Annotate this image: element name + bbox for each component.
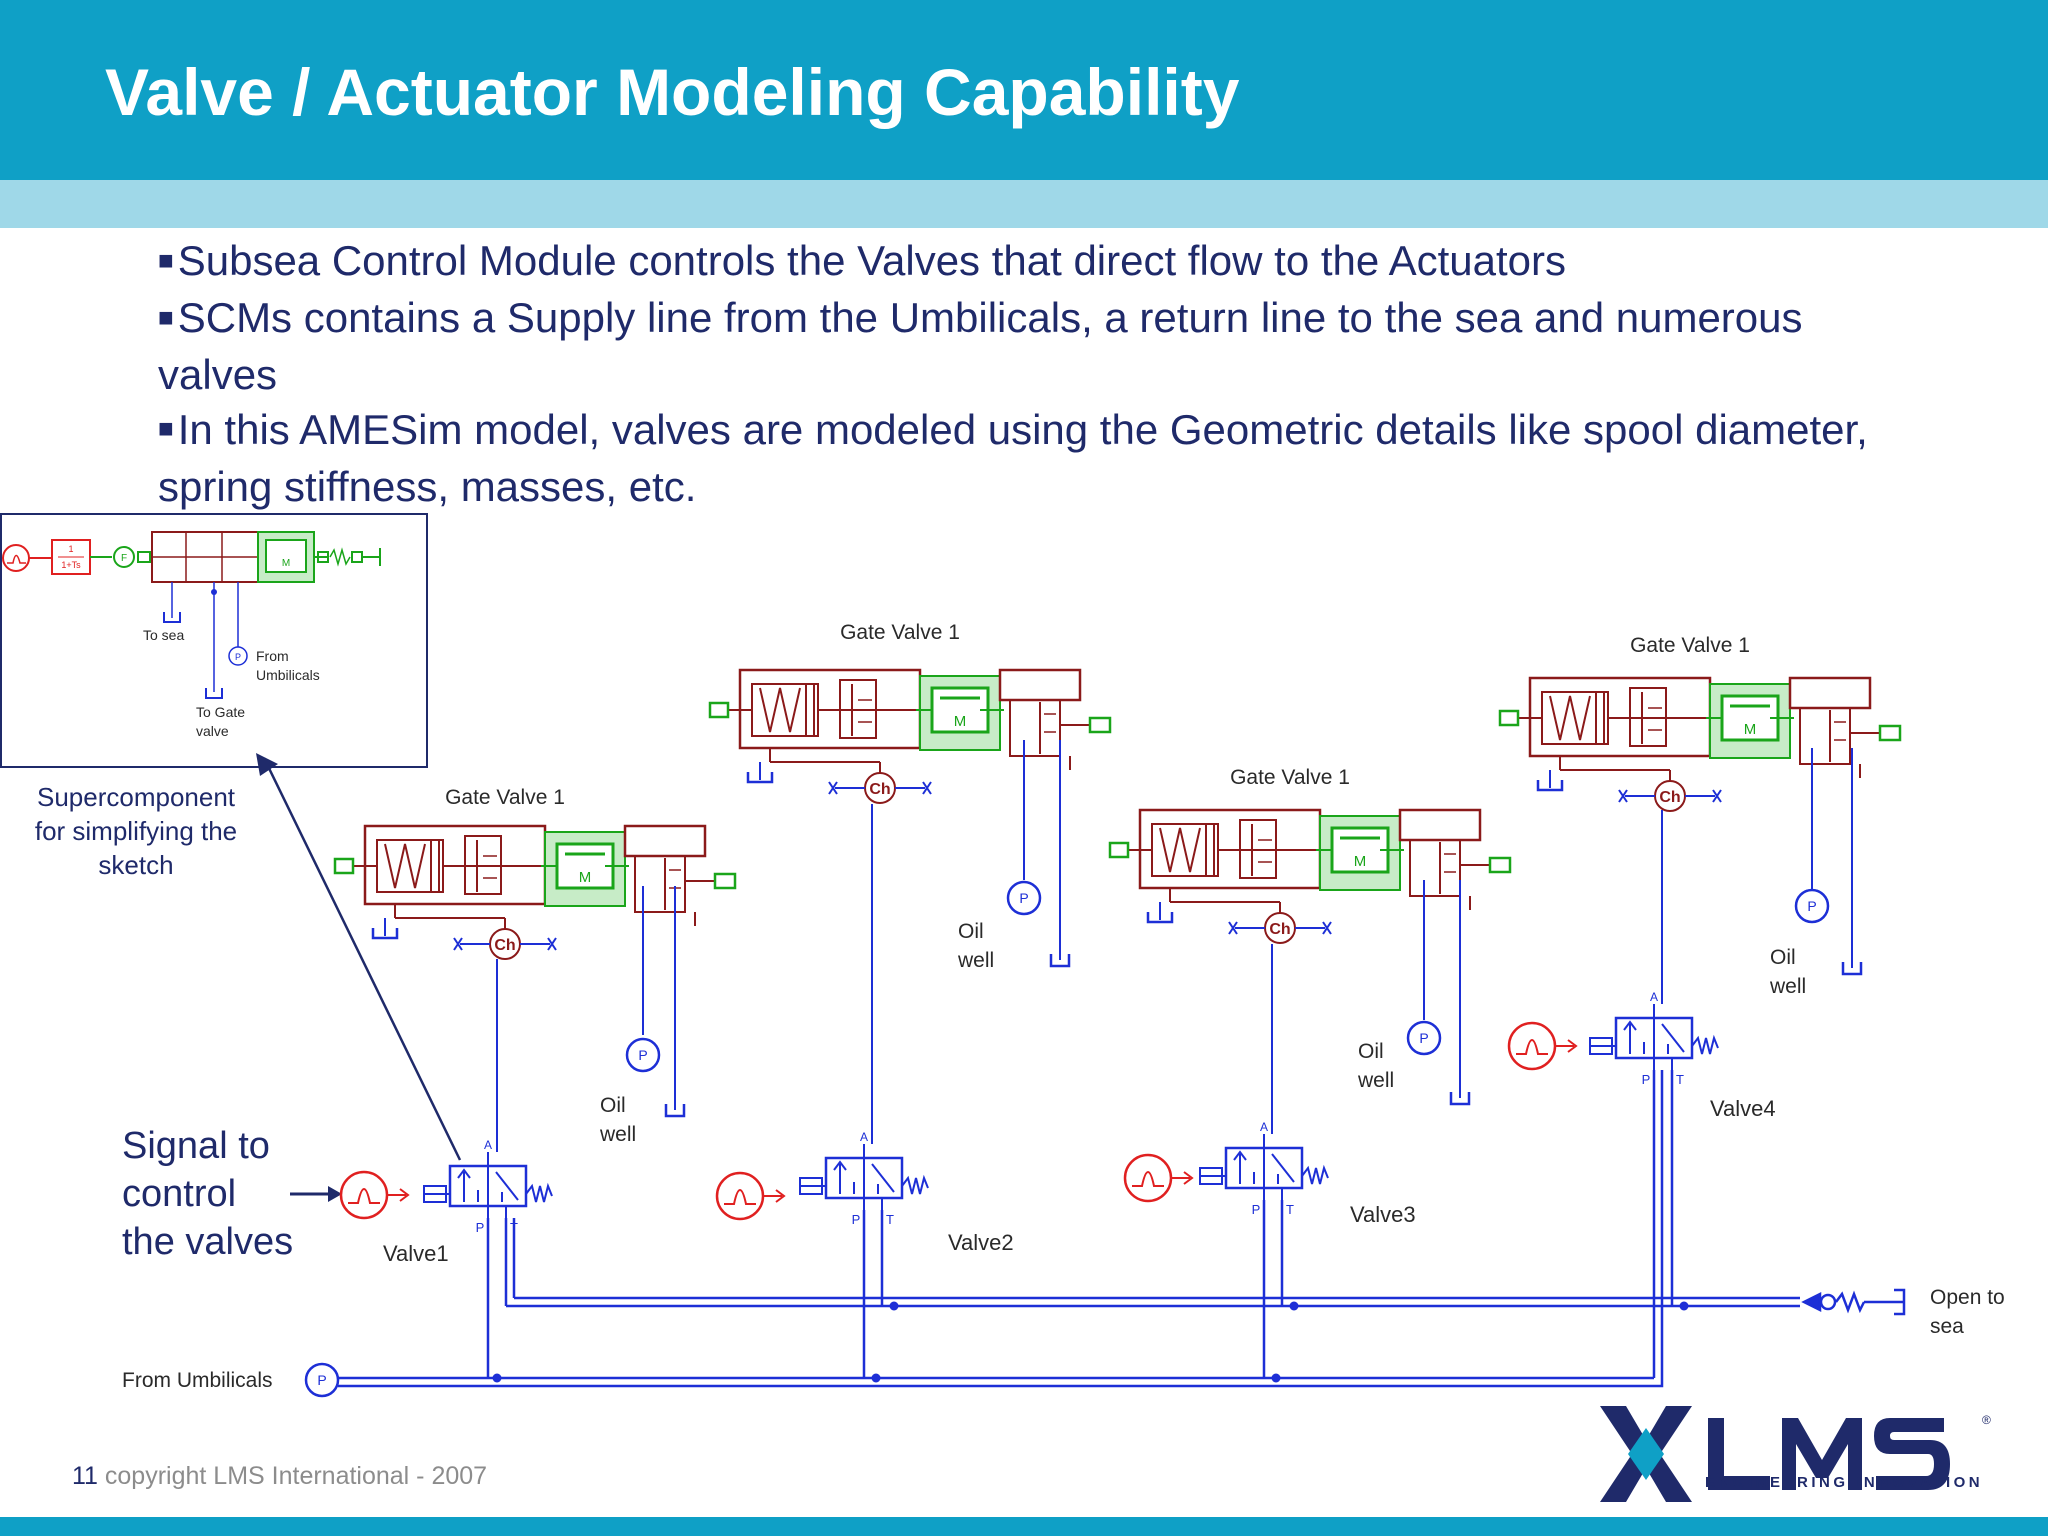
signal-source-icon [1507,1021,1578,1071]
logo-registered-mark: ® [1982,1413,1991,1427]
svg-text:F: F [121,553,127,564]
signal-arrow-icon [328,1186,342,1202]
oil-well-pipes [642,740,1853,1110]
signal-note-line2: control [122,1173,236,1215]
oil-well-label: well [599,1123,636,1146]
supercomponent-note-line3: sketch [98,850,173,880]
copyright-text: copyright LMS International - 2007 [104,1462,488,1490]
gate-valve-3 [1108,808,1512,945]
gate-valve-label: Gate Valve 1 [1230,766,1350,789]
svg-text:P: P [235,652,241,662]
bottom-bar [0,1517,2048,1536]
supercomponent-note-line1: Supercomponent [37,782,236,812]
bullet-marker-icon: ■ [158,413,174,444]
control-lines [496,804,1663,1152]
logo-tagline: ENGINEERING INNOVATION [1705,1474,1984,1491]
open-to-sea-label: Open to [1930,1286,2005,1309]
inset-valve-label: valve [196,723,229,739]
valve-label: Valve1 [383,1241,449,1266]
bullet-item: ■Subsea Control Module controls the Valv… [158,237,1567,284]
oil-well-label: Oil [600,1094,626,1117]
open-to-sea-label: sea [1930,1315,1964,1338]
gate-valve-label: Gate Valve 1 [445,786,565,809]
valve-label: Valve2 [948,1230,1014,1255]
inset-to-gate-label: To Gate [196,704,245,720]
bullet-marker-icon: ■ [158,244,174,275]
oil-well-label: Oil [958,920,984,943]
inset-umbilicals-label: Umbilicals [256,667,320,683]
svg-text:M: M [282,558,290,569]
signal-note-line1: Signal to [122,1125,270,1167]
supercomponent-note-line2: for simplifying the [35,816,237,846]
lms-logo: ® [1600,1406,1991,1502]
header-band [0,180,2048,228]
junction-dots [492,1301,1689,1383]
bullet-list: ■Subsea Control Module controls the Valv… [158,234,1878,514]
inset-schematic: 1 1+Ts F M P To sea From Umbilicals To G… [2,531,381,739]
slide-title: Valve / Actuator Modeling Capability [105,55,1240,129]
inset-to-sea-label: To sea [143,627,184,643]
check-valve-to-sea [1801,1288,1906,1316]
signal-source-icon [339,1170,410,1220]
inset-from-label: From [256,648,289,664]
page-number: 11 [72,1462,98,1490]
gate-valve-4 [1498,676,1902,813]
valve-label: Valve3 [1350,1202,1416,1227]
footer: 11 copyright LMS International - 2007 [72,1462,487,1491]
pointer-arrow [262,757,462,1161]
signal-note-line3: the valves [122,1221,293,1263]
oil-well-label: well [1769,975,1806,998]
from-umbilicals-label: From Umbilicals [122,1369,273,1392]
bullet-item: ■SCMs contains a Supply line from the Um… [158,294,1803,399]
valve-label: Valve4 [1710,1096,1776,1121]
bullet-item: ■In this AMESim model, valves are modele… [158,405,1868,510]
oil-well-label: Oil [1358,1040,1384,1063]
oil-well-label: Oil [1770,946,1796,969]
supply-and-return-lines [338,1070,1800,1388]
signal-source-icon [1123,1153,1194,1203]
bullet-marker-icon: ■ [158,301,174,332]
oil-well-label: well [957,949,994,972]
lag-block-denominator: 1+Ts [61,560,81,570]
oil-well-label: well [1357,1069,1394,1092]
pointer-arrowhead-icon [256,753,278,776]
signal-source-icon [715,1171,786,1221]
gate-valve-label: Gate Valve 1 [1630,634,1750,657]
gate-valve-label: Gate Valve 1 [840,621,960,644]
gate-valve-2 [708,668,1112,805]
lag-block-numerator: 1 [68,544,73,554]
header-bar [0,0,2048,180]
